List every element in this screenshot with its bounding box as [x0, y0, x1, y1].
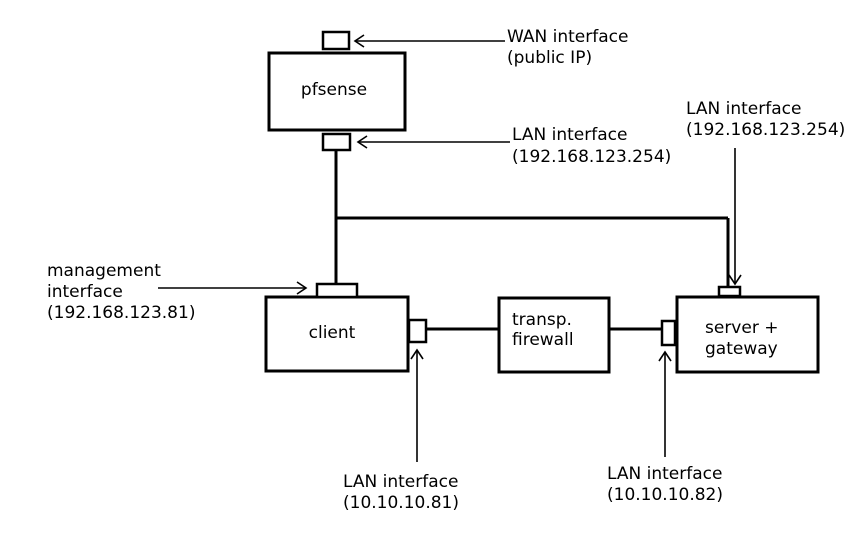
transparent-firewall-label-line1: transp.: [512, 310, 572, 330]
transparent-firewall-box: [497, 296, 611, 374]
client-mgmt-annotation: management interface (192.168.123.81): [47, 261, 308, 323]
pfsense-box: [267, 51, 407, 132]
pfsense-label: pfsense: [301, 80, 367, 100]
server-gateway-label-line1: server +: [705, 318, 778, 338]
client-node: client: [264, 282, 428, 373]
server-management-port: [717, 285, 742, 298]
pfsense-node: pfsense: [267, 30, 407, 152]
server-gateway-label-line2: gateway: [705, 339, 778, 359]
server-lan-port: [660, 319, 677, 347]
pfsense-wan-arrowhead: [353, 34, 365, 48]
pfsense-wan-text-line2: (public IP): [507, 48, 592, 68]
transparent-firewall-label-line2: firewall: [512, 330, 574, 350]
client-mgmt-arrowhead: [296, 281, 308, 295]
pfsense-lan-port: [321, 132, 352, 152]
pfsense-lan-text-line1: LAN interface: [512, 125, 627, 145]
client-mgmt-text-line2: interface: [47, 282, 123, 302]
server-gateway-node: server + gateway: [660, 285, 820, 374]
pfsense-lan-text-line2: (192.168.123.254): [512, 147, 671, 167]
pfsense-wan-port: [321, 30, 351, 51]
client-mgmt-text-line1: management: [47, 261, 161, 281]
pfsense-wan-text-line1: WAN interface: [507, 27, 628, 47]
client-lan-port: [407, 318, 428, 344]
client-lan-arrowhead: [410, 348, 424, 360]
server-mgmt-lan-text-line2: (192.168.123.254): [686, 120, 845, 140]
pfsense-lan-arrowhead: [356, 135, 368, 149]
client-mgmt-text-line3: (192.168.123.81): [47, 303, 195, 323]
pfsense-wan-annotation: WAN interface (public IP): [353, 27, 628, 68]
server-mgmt-lan-arrowhead: [728, 274, 742, 286]
server-lan-arrowhead: [658, 350, 672, 362]
client-lan-text-line2: (10.10.10.81): [343, 493, 459, 513]
client-lan-text-line1: LAN interface: [343, 472, 458, 492]
pfsense-lan-annotation: LAN interface (192.168.123.254): [356, 125, 671, 167]
server-mgmt-lan-text-line1: LAN interface: [686, 99, 801, 119]
server-lan-text-line1: LAN interface: [607, 464, 722, 484]
server-mgmt-lan-annotation: LAN interface (192.168.123.254): [686, 99, 845, 286]
client-lan-annotation: LAN interface (10.10.10.81): [343, 348, 459, 513]
transparent-firewall-node: transp. firewall: [497, 296, 611, 374]
client-label: client: [309, 323, 356, 343]
client-management-port: [315, 282, 359, 299]
server-lan-annotation: LAN interface (10.10.10.82): [607, 350, 723, 505]
server-gateway-box: [675, 295, 820, 374]
connections: [334, 150, 730, 331]
server-lan-text-line2: (10.10.10.82): [607, 485, 723, 505]
